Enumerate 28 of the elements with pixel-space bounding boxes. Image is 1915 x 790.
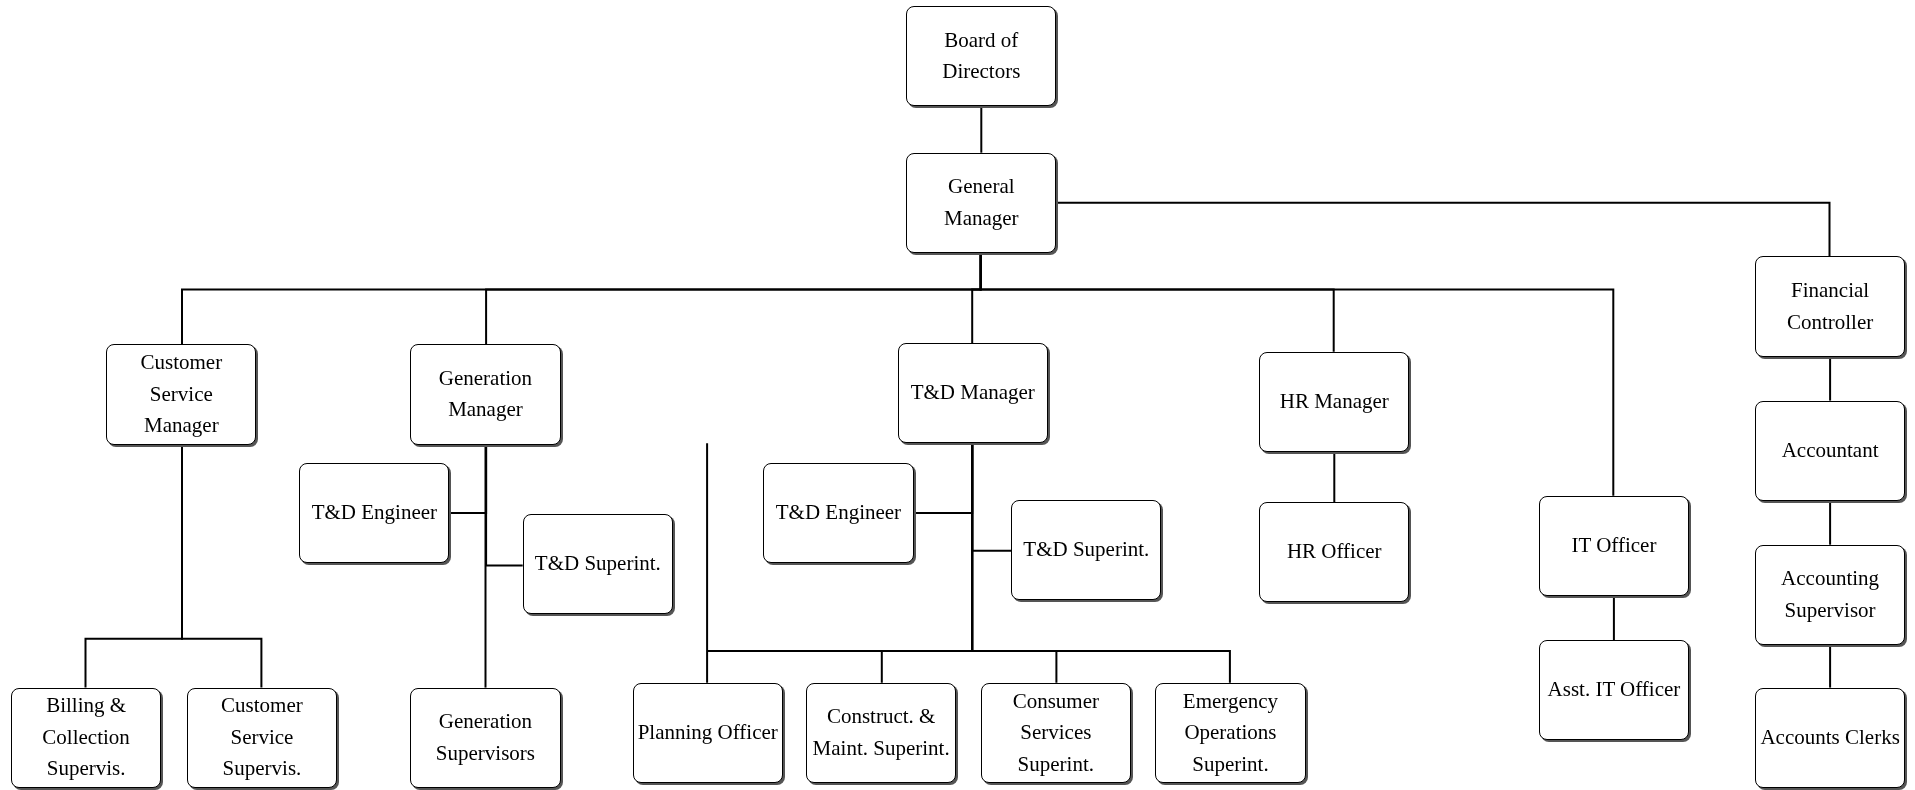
org-box: HR Manager <box>1259 351 1410 452</box>
connector-line <box>980 105 983 154</box>
org-box: Generation Manager <box>410 344 561 445</box>
org-box: Accountant <box>1755 400 1906 501</box>
org-box: Customer Service Supervis. <box>186 687 338 788</box>
org-box: Asst. IT Officer <box>1538 639 1690 741</box>
org-box: IT Officer <box>1538 495 1690 596</box>
org-box: Consumer Services Superint. <box>980 682 1131 783</box>
org-box: Board of Directors <box>906 6 1057 107</box>
connector-line <box>1055 201 1831 258</box>
org-box: Accounting Supervisor <box>1755 544 1906 645</box>
org-box: T&D Superint. <box>1011 499 1162 600</box>
org-box: Planning Officer <box>632 682 783 783</box>
org-box: Customer Service Manager <box>106 344 257 445</box>
org-box: Construct. & Maint. Superint. <box>806 682 957 783</box>
connector-line <box>971 442 1231 684</box>
org-box: T&D Superint. <box>522 514 673 615</box>
org-box: T&D Manager <box>897 343 1048 444</box>
org-box: Financial Controller <box>1755 256 1906 357</box>
org-box: Accounts Clerks <box>1755 687 1906 788</box>
org-box: T&D Engineer <box>299 462 450 563</box>
org-box: HR Officer <box>1259 501 1410 603</box>
connector-line <box>1612 595 1615 641</box>
org-box: Emergency Operations Superint. <box>1155 682 1306 783</box>
org-box: Generation Supervisors <box>410 687 561 788</box>
org-box: Billing & Collection Supervis. <box>11 687 162 788</box>
org-box: T&D Engineer <box>763 462 914 563</box>
org-box: General Manager <box>906 152 1057 253</box>
